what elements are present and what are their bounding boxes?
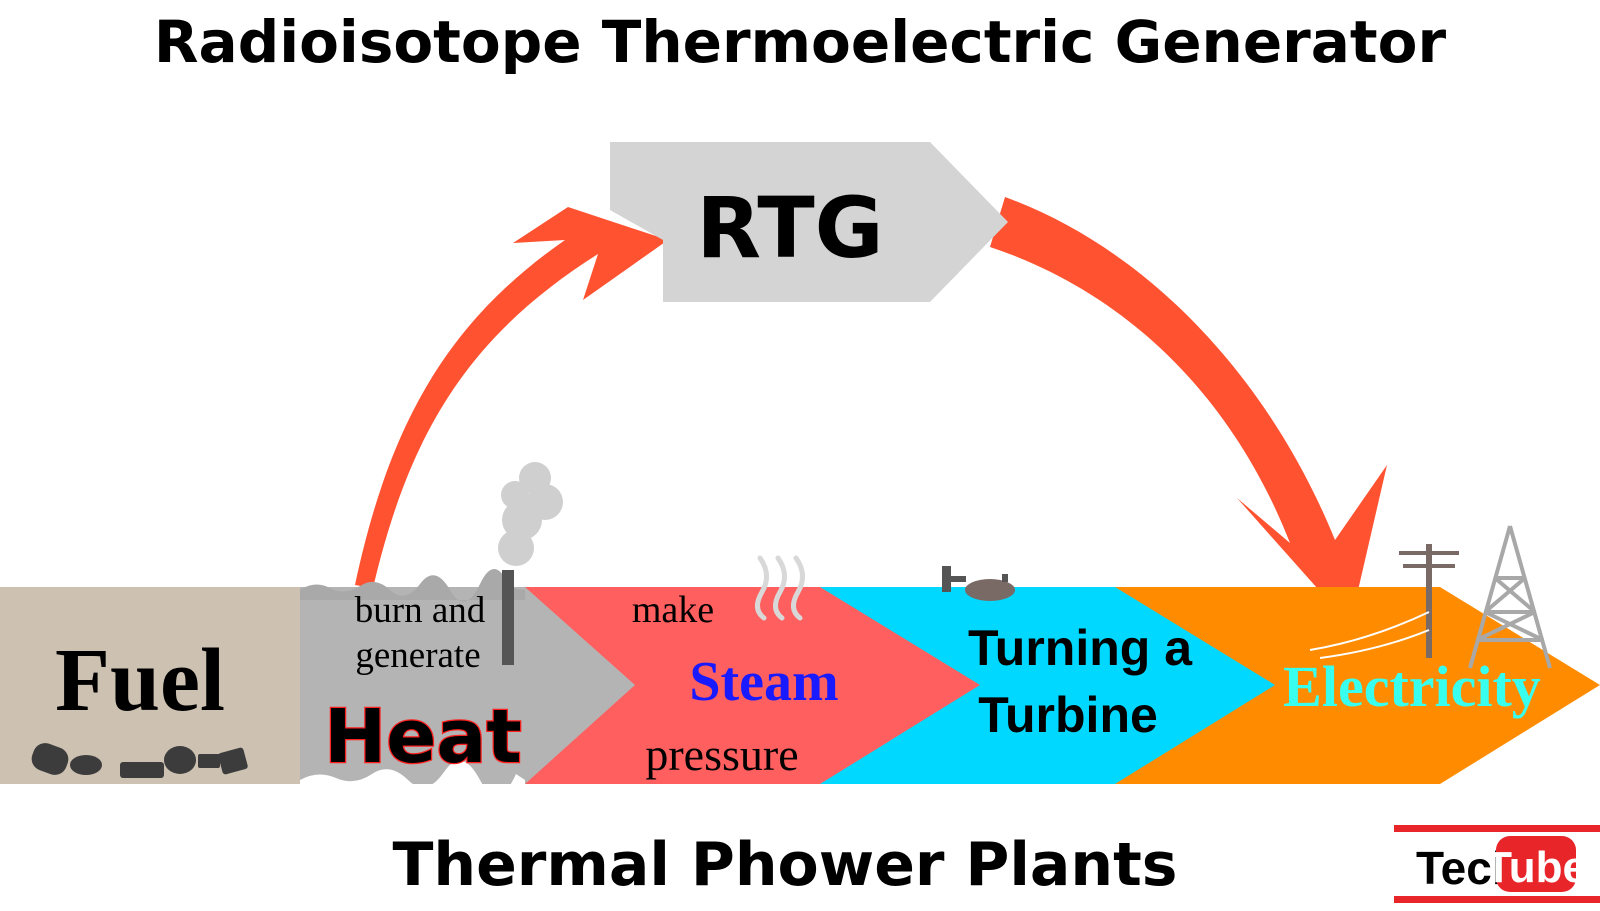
- steam-stage: [525, 587, 980, 784]
- utility-pole-icon: [1309, 544, 1459, 659]
- fuel-pellets-icon: [31, 743, 248, 778]
- transmission-tower-icon: [1468, 525, 1552, 669]
- subtitle: Thermal Phower Plants: [392, 830, 1177, 900]
- heat-stage: [300, 587, 635, 784]
- arrow-heat-to-rtg: [355, 207, 668, 588]
- process-band: [0, 568, 1600, 796]
- techtube-logo: Tech Tube: [1394, 825, 1600, 903]
- diagram-title: Radioisotope Thermoelectric Generator: [154, 8, 1447, 76]
- arrow-rtg-to-electricity: [990, 197, 1387, 625]
- heat-top-wave: [300, 568, 525, 602]
- turbine-stage: [820, 587, 1275, 784]
- turbine-icon: [942, 566, 1015, 601]
- smokestack-icon: [498, 462, 563, 665]
- heat-bottom-wave: [300, 760, 525, 796]
- steam-wisps-icon: [755, 555, 805, 621]
- rtg-box: [610, 142, 1008, 302]
